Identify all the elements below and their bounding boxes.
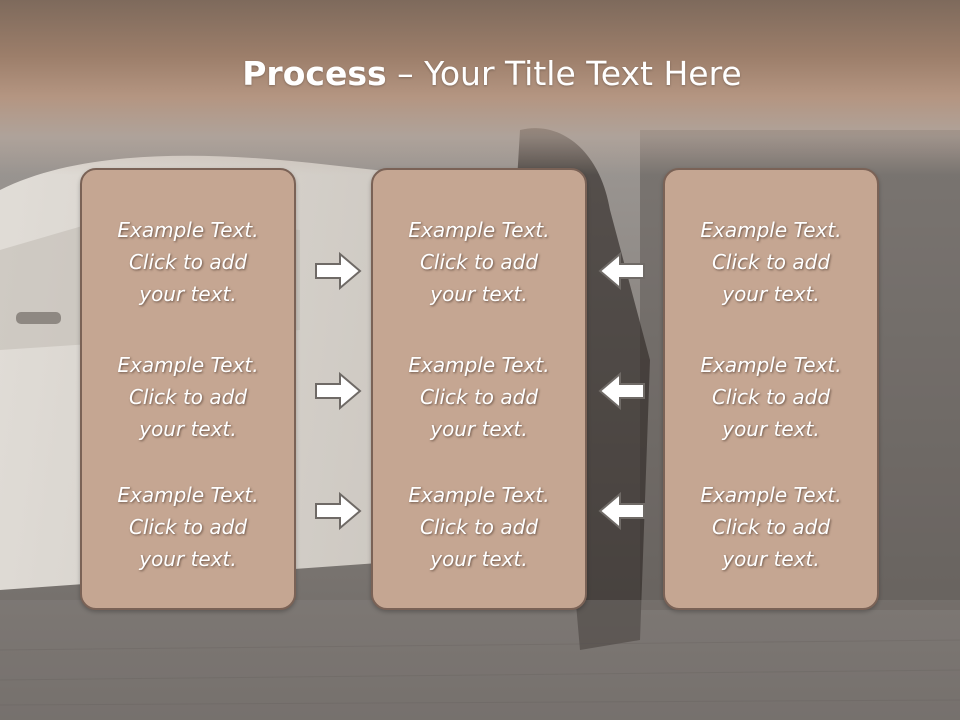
text-line: Click to add bbox=[711, 250, 831, 274]
process-box-right[interactable]: Example Text. Click to add your text. Ex… bbox=[663, 168, 879, 610]
title-bold: Process bbox=[242, 54, 387, 93]
text-placeholder[interactable]: Example Text. Click to add your text. bbox=[82, 349, 294, 445]
text-placeholder[interactable]: Example Text. Click to add your text. bbox=[82, 214, 294, 310]
text-line: Click to add bbox=[711, 515, 831, 539]
text-line: your text. bbox=[430, 547, 528, 571]
arrow-right-icon[interactable] bbox=[313, 251, 363, 291]
text-placeholder[interactable]: Example Text. Click to add your text. bbox=[665, 349, 877, 445]
text-line: Click to add bbox=[128, 385, 248, 409]
text-line: Example Text. bbox=[700, 218, 842, 242]
text-line: your text. bbox=[430, 417, 528, 441]
arrow-left-icon[interactable] bbox=[597, 491, 647, 531]
text-placeholder[interactable]: Example Text. Click to add your text. bbox=[665, 214, 877, 310]
text-line: Click to add bbox=[419, 385, 539, 409]
text-line: Click to add bbox=[419, 250, 539, 274]
text-line: Click to add bbox=[128, 515, 248, 539]
text-line: Example Text. bbox=[408, 353, 550, 377]
arrow-left-icon[interactable] bbox=[597, 251, 647, 291]
text-line: Example Text. bbox=[117, 218, 259, 242]
process-box-center[interactable]: Example Text. Click to add your text. Ex… bbox=[371, 168, 587, 610]
text-line: Example Text. bbox=[117, 353, 259, 377]
text-line: Click to add bbox=[128, 250, 248, 274]
arrow-left-icon[interactable] bbox=[597, 371, 647, 411]
arrow-right-icon[interactable] bbox=[313, 371, 363, 411]
title-rest: – Your Title Text Here bbox=[386, 54, 742, 93]
slide-title[interactable]: Process – Your Title Text Here bbox=[0, 54, 960, 93]
text-line: Example Text. bbox=[700, 483, 842, 507]
text-placeholder[interactable]: Example Text. Click to add your text. bbox=[373, 214, 585, 310]
text-line: your text. bbox=[722, 547, 820, 571]
text-placeholder[interactable]: Example Text. Click to add your text. bbox=[373, 479, 585, 575]
arrow-right-icon[interactable] bbox=[313, 491, 363, 531]
text-line: Example Text. bbox=[408, 218, 550, 242]
header-band bbox=[0, 0, 960, 175]
text-line: Example Text. bbox=[700, 353, 842, 377]
text-line: Example Text. bbox=[408, 483, 550, 507]
text-line: Example Text. bbox=[117, 483, 259, 507]
text-line: Click to add bbox=[711, 385, 831, 409]
text-line: your text. bbox=[722, 282, 820, 306]
text-line: your text. bbox=[139, 547, 237, 571]
text-line: your text. bbox=[139, 282, 237, 306]
text-line: your text. bbox=[430, 282, 528, 306]
text-line: your text. bbox=[722, 417, 820, 441]
text-placeholder[interactable]: Example Text. Click to add your text. bbox=[82, 479, 294, 575]
text-placeholder[interactable]: Example Text. Click to add your text. bbox=[665, 479, 877, 575]
text-placeholder[interactable]: Example Text. Click to add your text. bbox=[373, 349, 585, 445]
process-box-left[interactable]: Example Text. Click to add your text. Ex… bbox=[80, 168, 296, 610]
text-line: your text. bbox=[139, 417, 237, 441]
text-line: Click to add bbox=[419, 515, 539, 539]
